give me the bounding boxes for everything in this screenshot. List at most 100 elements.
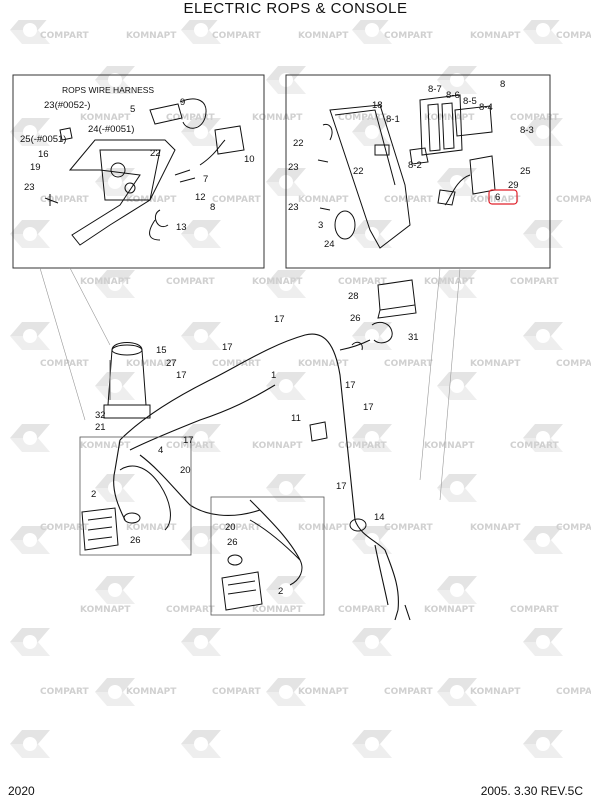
watermark-word: COMPART <box>40 687 89 697</box>
part-label: 19 <box>30 162 41 173</box>
watermark-word: COMPART <box>40 31 89 41</box>
watermark-word: COMPART <box>556 31 591 41</box>
part-label: 31 <box>408 332 419 343</box>
watermark-word: COMPART <box>510 441 559 451</box>
part-label: 17 <box>363 402 374 413</box>
part-label: 21 <box>95 422 106 433</box>
watermark-word: KOMNAPT <box>424 441 475 451</box>
part-label: 15 <box>156 345 167 356</box>
work-lamp-right-drawing <box>221 519 303 611</box>
part-label: 16 <box>38 149 49 160</box>
part-label: 26 <box>227 537 238 548</box>
part-label: 4 <box>158 445 163 456</box>
part-label: 8-2 <box>408 160 422 171</box>
rops-bracket-drawing <box>44 98 245 246</box>
main-harness-drawing <box>113 333 411 621</box>
part-label: 9 <box>180 97 185 108</box>
part-label: 17 <box>336 481 347 492</box>
part-label: 20 <box>225 522 236 533</box>
part-label: 8-1 <box>386 114 400 125</box>
watermark-word: COMPART <box>384 31 433 41</box>
part-label: 20 <box>180 465 191 476</box>
part-label: 17 <box>345 380 356 391</box>
watermark-word: KOMNAPT <box>252 605 303 615</box>
watermark-word: COMPART <box>212 687 261 697</box>
watermark-word: COMPART <box>338 113 387 123</box>
part-label: 3 <box>318 220 323 231</box>
part-label: 6 <box>495 192 500 203</box>
watermark-word: KOMNAPT <box>470 523 521 533</box>
part-label: 10 <box>244 154 255 165</box>
watermark-word: KOMNAPT <box>80 441 131 451</box>
beacon-lamp-drawing <box>103 342 151 419</box>
lower-right-frame <box>210 496 325 616</box>
part-label: 8-7 <box>428 84 442 95</box>
watermark-word: COMPART <box>40 523 89 533</box>
watermark-word: KOMNAPT <box>80 113 131 123</box>
watermark-word: KOMNAPT <box>470 31 521 41</box>
part-label: 29 <box>508 180 519 191</box>
watermark-word: KOMNAPT <box>80 277 131 287</box>
watermark-word: KOMNAPT <box>424 605 475 615</box>
watermark-word: KOMNAPT <box>298 31 349 41</box>
watermark-word: COMPART <box>166 605 215 615</box>
watermark-word: KOMNAPT <box>470 359 521 369</box>
inset-heading: ROPS WIRE HARNESS <box>62 85 154 95</box>
part-label: 8-6 <box>446 90 460 101</box>
page-number: 2020 <box>8 784 35 798</box>
inset-left-labels: ROPS WIRE HARNESS 23(#0052-) 5 9 25(-#0051) 2… <box>20 85 255 233</box>
part-label: 17 <box>176 370 187 381</box>
watermark-word: KOMNAPT <box>126 195 177 205</box>
part-label: 28 <box>348 291 359 302</box>
watermark-word: KOMNAPT <box>126 31 177 41</box>
part-label: 32 <box>95 410 106 421</box>
inset-right-frame <box>285 74 551 269</box>
part-label: 26 <box>130 535 141 546</box>
part-label: 22 <box>353 166 364 177</box>
watermark-pattern <box>0 20 591 780</box>
watermark-word: KOMNAPT <box>470 195 521 205</box>
watermark-word: COMPART <box>166 277 215 287</box>
watermark-word: COMPART <box>384 195 433 205</box>
part-label: 1 <box>271 370 276 381</box>
part-label: 25 <box>520 166 531 177</box>
part-label: 17 <box>222 342 233 353</box>
part-label: 2 <box>278 586 283 597</box>
highlight-callout <box>488 189 518 205</box>
part-label: 18 <box>372 100 383 111</box>
part-label: 24(-#0051) <box>88 124 134 135</box>
lower-left-frame <box>79 436 192 556</box>
watermark-word: COMPART <box>40 195 89 205</box>
part-label: 8-4 <box>479 102 493 113</box>
watermark-word: KOMNAPT <box>424 277 475 287</box>
inset-left-frame <box>12 74 265 269</box>
watermark-word: KOMNAPT <box>252 277 303 287</box>
watermark-word: KOMNAPT <box>252 113 303 123</box>
watermark-word: COMPART <box>384 523 433 533</box>
part-label: 23(#0052-) <box>44 100 90 111</box>
part-label: 8-3 <box>520 125 534 136</box>
part-label: 8-5 <box>463 96 477 107</box>
part-label: 22 <box>150 148 161 159</box>
watermark-word: COMPART <box>510 605 559 615</box>
watermark-word: COMPART <box>338 605 387 615</box>
part-label: 14 <box>374 512 385 523</box>
fuse-drawing <box>309 421 328 442</box>
part-label: 2 <box>91 489 96 500</box>
part-label: 5 <box>130 104 135 115</box>
watermark-word: COMPART <box>556 687 591 697</box>
watermark-word: KOMNAPT <box>126 523 177 533</box>
watermark-word: COMPART <box>384 359 433 369</box>
watermark-word: KOMNAPT <box>424 113 475 123</box>
watermark-text-group: COMPART KOMNAPT COMPART KOMNAPT COMPART KOMNA… <box>40 31 591 697</box>
watermark-word: KOMNAPT <box>298 687 349 697</box>
part-label: 11 <box>291 413 301 424</box>
work-lamp-left-drawing <box>81 465 171 551</box>
part-label: 13 <box>176 222 187 233</box>
watermark-word: COMPART <box>384 687 433 697</box>
part-label: 25(-#0051) <box>20 134 66 145</box>
watermark-word: COMPART <box>166 113 215 123</box>
